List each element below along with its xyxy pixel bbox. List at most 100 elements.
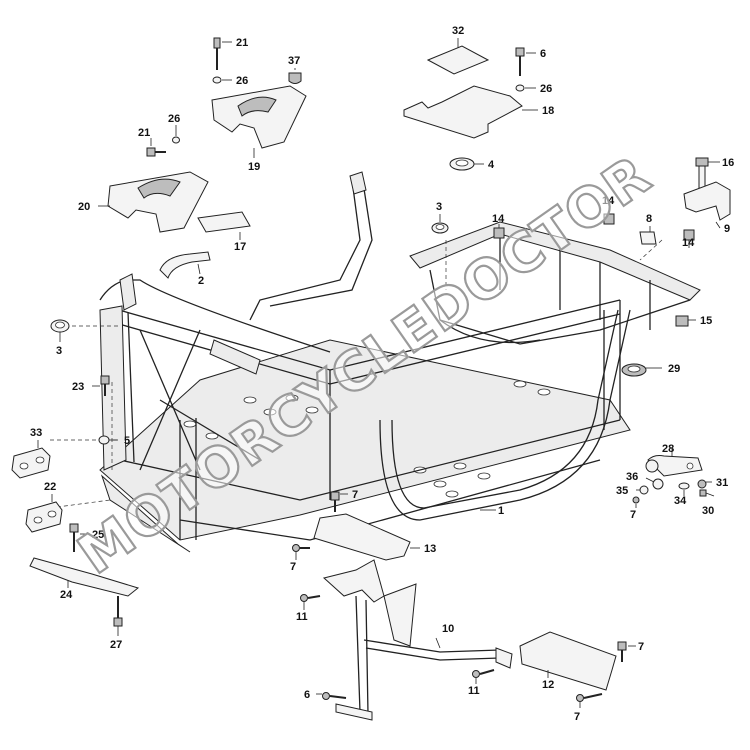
grommet-3-top (431, 214, 449, 234)
callout-17: 17 (234, 241, 246, 253)
callout-36: 36 (626, 471, 638, 483)
bolt-6-top (515, 47, 536, 76)
callout-3: 3 (56, 345, 62, 357)
callout-26: 26 (236, 75, 248, 87)
main-frame (99, 171, 701, 553)
bolt-25 (69, 523, 90, 552)
callout-35: 35 (616, 485, 628, 497)
callout-19: 19 (248, 161, 260, 173)
callout-15: 15 (700, 315, 712, 327)
bolt-7-frame (330, 491, 348, 512)
bushing-36 (645, 477, 664, 490)
cover-20 (98, 171, 209, 233)
washer-26-top (212, 76, 232, 84)
callout-14: 14 (602, 195, 615, 207)
callout-7: 7 (638, 641, 644, 653)
washer-5 (98, 435, 118, 445)
callout-10: 10 (442, 623, 454, 635)
bolt-7-plate13 (292, 544, 310, 560)
callout-5: 5 (124, 435, 130, 447)
mount-33 (11, 440, 51, 479)
callout-30: 30 (702, 505, 714, 517)
callout-7: 7 (574, 711, 580, 723)
plate-24 (29, 557, 140, 597)
callout-7: 7 (630, 509, 636, 521)
callout-21: 21 (138, 127, 150, 139)
callout-31: 31 (716, 477, 728, 489)
callout-23: 23 (72, 381, 84, 393)
callout-2: 2 (198, 275, 204, 287)
washer-26-mid (172, 125, 180, 144)
cap-8 (639, 226, 657, 245)
callout-16: 16 (722, 157, 734, 169)
callout-13: 13 (424, 543, 436, 555)
callout-8: 8 (646, 213, 652, 225)
bolt-23 (92, 375, 110, 396)
bolt-11-right (472, 669, 495, 684)
callout-32: 32 (452, 25, 464, 37)
callout-6: 6 (304, 689, 310, 701)
callout-20: 20 (78, 201, 90, 213)
callout-11: 11 (296, 611, 308, 623)
callout-7: 7 (290, 561, 296, 573)
callout-12: 12 (542, 679, 554, 691)
callout-labels: 21 26 37 19 21 26 20 17 2 32 6 26 18 4 1… (30, 25, 734, 723)
bracket-2 (159, 251, 211, 279)
mount-22 (25, 494, 63, 533)
bolt-27 (113, 596, 123, 636)
grommet-4 (449, 157, 484, 171)
callout-33: 33 (30, 427, 42, 439)
callout-7: 7 (352, 489, 358, 501)
sticker-32 (426, 38, 490, 75)
bolt-6-bottom (316, 692, 347, 700)
cover-19 (211, 85, 307, 158)
bolt-21-top (213, 37, 232, 70)
callout-9: 9 (724, 223, 730, 235)
plate-18 (403, 85, 538, 139)
callout-14: 14 (492, 213, 505, 225)
dash-line (639, 239, 663, 261)
clip-14-c (683, 229, 695, 248)
bolt-11-left (300, 594, 321, 610)
plate-13 (313, 513, 420, 561)
callout-21: 21 (236, 37, 248, 49)
callout-1: 1 (498, 505, 504, 517)
bolt-7-right (632, 496, 640, 508)
bracket-9 (683, 181, 731, 229)
callout-18: 18 (542, 105, 554, 117)
callout-27: 27 (110, 639, 122, 651)
grommet-3-left (50, 319, 70, 342)
callout-6: 6 (540, 48, 546, 60)
callout-37: 37 (288, 55, 300, 67)
callout-29: 29 (668, 363, 680, 375)
grommet-29 (621, 363, 662, 377)
callout-3: 3 (436, 201, 442, 213)
callout-28: 28 (662, 443, 674, 455)
callout-14: 14 (682, 237, 695, 249)
washer-26-right (515, 84, 536, 92)
clip-15 (675, 315, 696, 327)
nut-31 (697, 479, 712, 489)
bolt-7-b12b (576, 693, 603, 708)
callout-4: 4 (488, 159, 495, 171)
plug-37 (288, 68, 302, 84)
pad-17 (197, 211, 251, 240)
callout-24: 24 (60, 589, 73, 601)
clip-14-a (493, 224, 505, 239)
callout-26: 26 (540, 83, 552, 95)
bolt-7-b12a (617, 641, 636, 662)
clip-14-b (603, 208, 615, 225)
washer-35 (636, 485, 649, 495)
callout-11: 11 (468, 685, 480, 697)
bracket-28 (645, 448, 703, 477)
washer-34 (678, 482, 690, 496)
stand-10 (322, 559, 513, 721)
callout-22: 22 (44, 481, 56, 493)
bolt-21-mid (146, 138, 166, 157)
bolt-30 (699, 489, 715, 497)
callout-26: 26 (168, 113, 180, 125)
callout-34: 34 (674, 495, 687, 507)
callout-25: 25 (92, 529, 104, 541)
bracket-12 (519, 631, 617, 691)
